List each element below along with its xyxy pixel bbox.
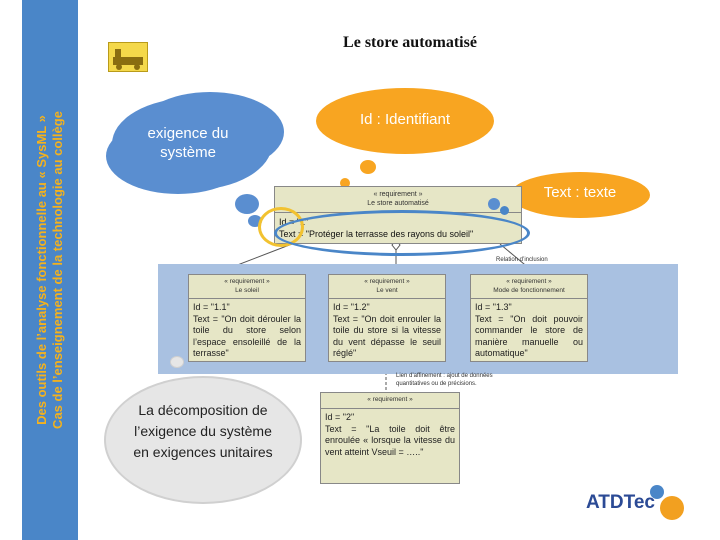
- requirement-bottom-header: « requirement »: [321, 393, 459, 409]
- cloud-identifiant-bubble: [340, 178, 350, 188]
- requirement-text: Text = "On doit pouvoir commander le sto…: [475, 313, 583, 359]
- requirement-bottom: « requirement » Id = "2" Text = "La toil…: [320, 392, 460, 484]
- requirement-mode: « requirement » Mode de fonctionnement I…: [470, 274, 588, 362]
- stereotype: « requirement »: [367, 396, 413, 403]
- relation-inclusion-label: Relation d’inclusion: [496, 257, 548, 263]
- gear-icon: [660, 496, 684, 520]
- text-bubble: [488, 198, 500, 210]
- brand-logo: ATDTec: [586, 492, 655, 513]
- requirement-id: Id = "2": [325, 412, 355, 422]
- relation-affinement-label: Lien d’affinement : ajout de données qua…: [396, 373, 493, 387]
- stereotype: « requirement »: [224, 278, 270, 285]
- cloud-identifiant: [316, 88, 494, 154]
- stereotype: « requirement »: [506, 278, 552, 285]
- requirement-text: Text = "La toile doit être enroulée « lo…: [325, 423, 455, 457]
- cloud-exigence-label: exigence du système: [147, 125, 229, 161]
- requirement-mode-header: « requirement » Mode de fonctionnement: [471, 275, 587, 299]
- stereotype: « requirement »: [373, 191, 423, 198]
- requirement-soleil-body: Id = "1.1" Text = "On doit dérouler la t…: [189, 299, 305, 363]
- requirement-soleil: « requirement » Le soleil Id = "1.1" Tex…: [188, 274, 306, 362]
- cloud-decomposition-label: La décomposition de l’exigence du systèm…: [133, 402, 273, 460]
- stereotype: « requirement »: [364, 278, 410, 285]
- requirement-mode-body: Id = "1.3" Text = "On doit pouvoir comma…: [471, 299, 587, 363]
- requirement-id: Id = "1.2": [333, 302, 370, 312]
- cloud-exigence: [112, 98, 272, 190]
- requirement-text: Text = "On doit enrouler la toile du sto…: [333, 313, 441, 359]
- cloud-texte: [510, 172, 650, 218]
- requirement-id: Id = "1.3": [475, 302, 512, 312]
- text-highlight: [274, 210, 530, 256]
- cloud-decomposition-bubble: [170, 356, 184, 368]
- requirement-name: Le store automatisé: [367, 200, 429, 207]
- page-title: Le store automatisé: [343, 34, 477, 51]
- requirement-text: Text = "On doit dérouler la toile du sto…: [193, 313, 301, 359]
- requirement-id: Id = "1.1": [193, 302, 230, 312]
- requirement-name: Le soleil: [235, 287, 259, 294]
- gear-icon: [650, 485, 664, 499]
- requirement-bottom-body: Id = "2" Text = "La toile doit être enro…: [321, 409, 459, 461]
- requirement-vent-body: Id = "1.2" Text = "On doit enrouler la t…: [329, 299, 445, 363]
- requirement-name: Le vent: [376, 287, 398, 294]
- requirement-vent: « requirement » Le vent Id = "1.2" Text …: [328, 274, 446, 362]
- requirement-name: Mode de fonctionnement: [493, 287, 565, 294]
- text-bubble: [500, 206, 509, 215]
- requirement-vent-header: « requirement » Le vent: [329, 275, 445, 299]
- store-logo-icon: [108, 42, 148, 72]
- cloud-exigence-bubble: [235, 194, 259, 214]
- cloud-identifiant-label: Id : Identifiant: [359, 111, 451, 128]
- cloud-decomposition: [106, 378, 300, 502]
- sidebar-banner: [22, 0, 78, 540]
- cloud-texte-label: Text : texte: [543, 184, 617, 201]
- requirement-soleil-header: « requirement » Le soleil: [189, 275, 305, 299]
- cloud-identifiant-bubble: [360, 160, 376, 174]
